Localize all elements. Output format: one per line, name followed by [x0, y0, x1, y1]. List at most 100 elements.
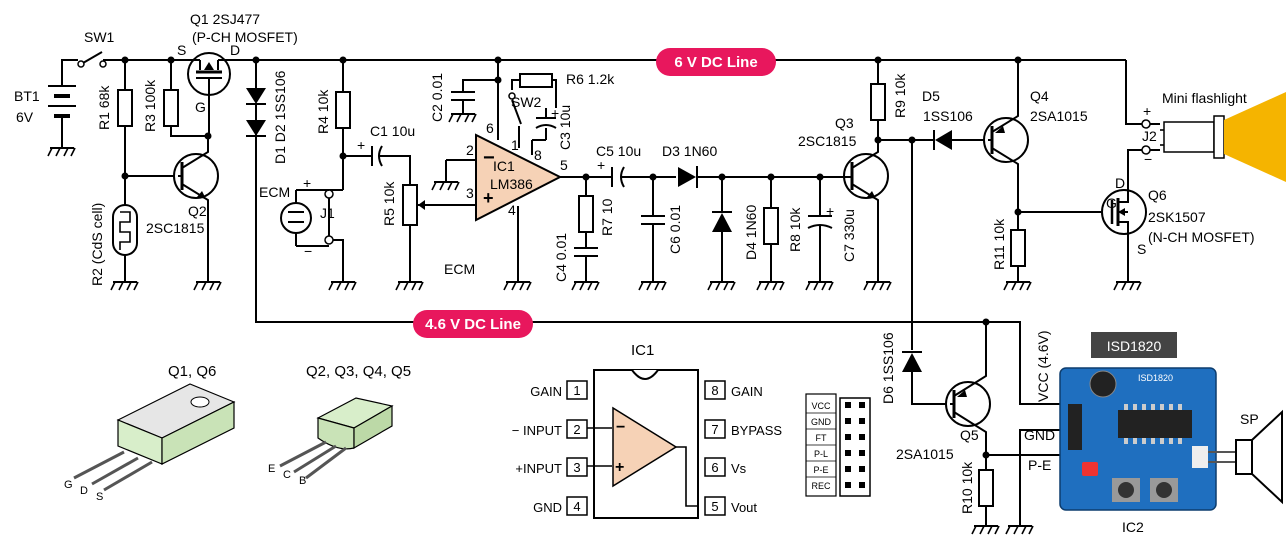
svg-text:8: 8	[534, 147, 542, 163]
potentiometer-r5: R5 10k ECM	[381, 181, 476, 291]
svg-text:2SA1015: 2SA1015	[896, 446, 954, 462]
svg-text:R1 68k: R1 68k	[96, 85, 112, 130]
svg-text:+: +	[615, 459, 624, 476]
resistor-r4: R4 10k	[315, 60, 351, 240]
capacitor-c6: C6 0.01	[638, 177, 683, 291]
header-pin	[845, 418, 851, 424]
pin-4: 4 GND	[533, 496, 588, 516]
jack-j2-flashlight: J2 + − Mini flashlight	[1141, 90, 1286, 182]
svg-text:D3 1N60: D3 1N60	[662, 143, 717, 159]
svg-text:+INPUT: +INPUT	[515, 461, 562, 476]
header-pin-label: VCC	[811, 401, 831, 411]
svg-text:P-E: P-E	[1028, 457, 1051, 473]
svg-text:Q6: Q6	[1148, 187, 1167, 203]
capacitor-c7: + C7 330u	[805, 177, 857, 291]
svg-text:R8 10k: R8 10k	[787, 207, 803, 252]
svg-text:G: G	[195, 99, 206, 115]
isd1820-module: ISD1820 ISD1820 IC2	[1059, 332, 1217, 535]
svg-text:Q3: Q3	[835, 115, 854, 131]
svg-text:C5 10u: C5 10u	[596, 143, 641, 159]
svg-text:4: 4	[573, 499, 580, 514]
capacitor-c1: + C1 10u	[343, 123, 415, 185]
svg-text:R7 10: R7 10	[599, 198, 615, 236]
svg-text:5: 5	[560, 157, 568, 173]
svg-text:IC1: IC1	[631, 342, 654, 359]
svg-text:D5: D5	[922, 88, 940, 104]
svg-text:GND: GND	[533, 500, 562, 515]
cds-cell-r2: R2 (CdS cell)	[89, 203, 139, 291]
svg-text:(N-CH MOSFET): (N-CH MOSFET)	[1148, 229, 1255, 245]
resistor-r3: R3 100k	[142, 60, 208, 137]
svg-text:Q2, Q3, Q4, Q5: Q2, Q3, Q4, Q5	[306, 363, 411, 380]
pin-1: 1 GAIN	[530, 380, 588, 400]
svg-text:1: 1	[511, 137, 519, 153]
chip-pin	[1151, 404, 1155, 410]
svg-text:4.6 V DC Line: 4.6 V DC Line	[425, 316, 521, 333]
resistor-r1: R1 68k	[96, 60, 133, 205]
rail-4v6	[255, 140, 1060, 405]
svg-text:VCC (4.6V): VCC (4.6V)	[1035, 330, 1051, 402]
header-pin-label: REC	[811, 481, 831, 491]
diode-d4: D4 1N60	[707, 177, 759, 291]
header-pin	[859, 450, 865, 456]
svg-text:− INPUT: − INPUT	[512, 423, 562, 438]
chip-pin	[1133, 438, 1137, 444]
resistor-r10: R10 10k	[959, 454, 1060, 535]
package-q2-q5: Q2, Q3, Q4, Q5 E C B	[268, 363, 411, 487]
isd-gnd-wire: VCC (4.6V) GND P-E	[1005, 330, 1060, 535]
pin-2: 2 − INPUT	[512, 419, 588, 439]
svg-text:R2 (CdS cell): R2 (CdS cell)	[89, 203, 105, 286]
chip-pin	[1133, 404, 1137, 410]
svg-text:6: 6	[486, 120, 494, 136]
svg-text:2: 2	[573, 422, 580, 437]
svg-text:GND: GND	[1024, 427, 1055, 443]
svg-text:GAIN: GAIN	[530, 384, 562, 399]
chip-pin	[1124, 438, 1128, 444]
svg-text:R9 10k: R9 10k	[892, 73, 908, 118]
svg-text:R5 10k: R5 10k	[381, 181, 397, 226]
capacitor-c5: + C5 10u	[596, 143, 676, 188]
svg-text:1: 1	[573, 383, 580, 398]
svg-text:C7 330u: C7 330u	[841, 209, 857, 262]
chip-pin	[1142, 438, 1146, 444]
junctions	[121, 56, 1022, 459]
svg-text:4: 4	[508, 202, 516, 218]
header-pin-label: P-E	[813, 465, 828, 475]
transistor-q3: Q3 2SC1815	[798, 115, 892, 291]
header-pin-label: FT	[816, 433, 827, 443]
header-pin	[859, 418, 865, 424]
header-pin	[845, 434, 851, 440]
svg-text:Q5: Q5	[960, 427, 979, 443]
label-4v6-line: 4.6 V DC Line	[413, 310, 533, 338]
chip-pin	[1160, 404, 1164, 410]
svg-text:−: −	[616, 419, 625, 436]
chip-pin	[1169, 438, 1173, 444]
speaker-sp: SP	[1208, 409, 1283, 505]
svg-text:D: D	[80, 485, 88, 497]
svg-text:D1 D2 1SS106: D1 D2 1SS106	[272, 70, 288, 164]
svg-text:+: +	[483, 188, 494, 208]
svg-text:2SA1015: 2SA1015	[1030, 108, 1088, 124]
svg-text:−: −	[483, 147, 495, 169]
svg-text:+: +	[1143, 103, 1151, 119]
svg-text:Mini flashlight: Mini flashlight	[1162, 90, 1247, 106]
svg-text:8: 8	[711, 383, 718, 398]
header-pin	[845, 466, 851, 472]
microphone-ecm: ECM + − J1	[259, 175, 357, 291]
resistor-r8: R8 10k	[756, 177, 803, 291]
transistor-q4: Q4 2SA1015	[983, 60, 1088, 226]
svg-text:G: G	[1106, 195, 1117, 211]
svg-text:D: D	[1115, 175, 1125, 191]
svg-text:1SS106: 1SS106	[923, 108, 973, 124]
sw2-r6-c3: R6 1.2k SW2 + C3 10u	[508, 71, 615, 150]
pin-3: 3 +INPUT	[515, 457, 588, 477]
header-pin	[859, 402, 865, 408]
svg-text:C1 10u: C1 10u	[370, 123, 415, 139]
svg-text:+: +	[826, 203, 834, 219]
svg-text:R10 10k: R10 10k	[959, 461, 975, 514]
svg-text:−: −	[304, 243, 312, 259]
svg-text:+: +	[303, 175, 311, 191]
chip-pin	[1169, 404, 1173, 410]
svg-text:C4 0.01: C4 0.01	[553, 233, 569, 282]
